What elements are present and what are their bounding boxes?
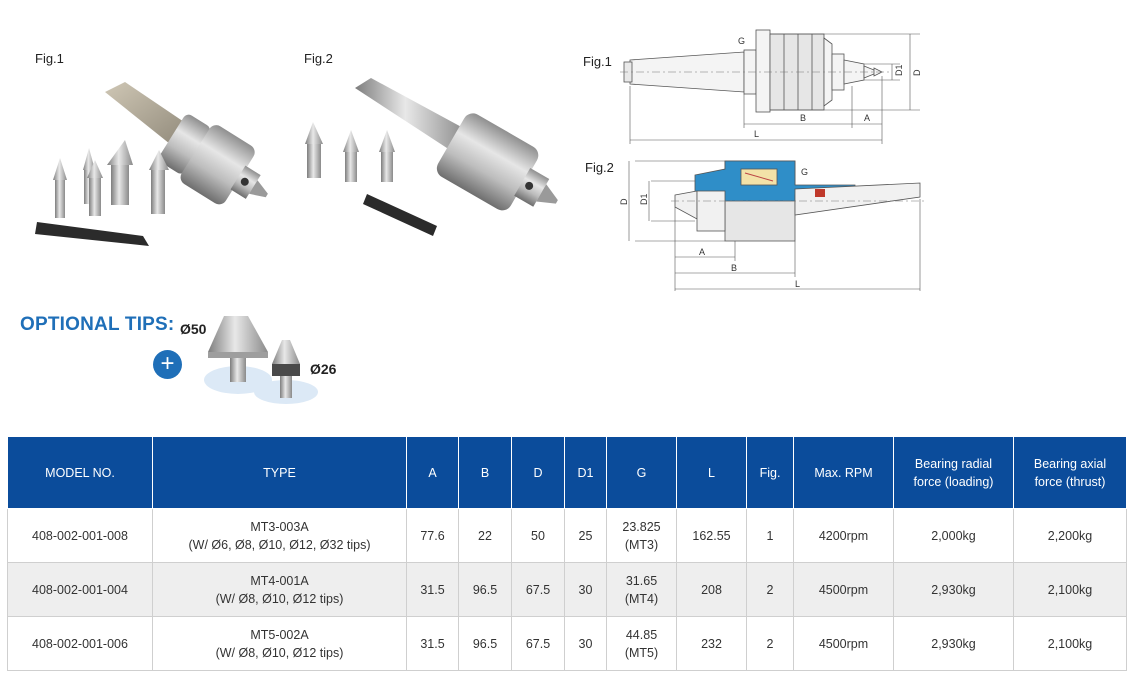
cell-fig: 2 <box>746 562 794 617</box>
type-tips: (W/ Ø8, Ø10, Ø12 tips) <box>215 591 344 606</box>
table-row: 408-002-001-004 MT4-001A (W/ Ø8, Ø10, Ø12… <box>7 562 1127 617</box>
spec-table: MODEL NO. TYPE A B D D1 G L Fig. Max. RP… <box>7 436 1127 671</box>
cell-type: MT4-001A (W/ Ø8, Ø10, Ø12 tips) <box>152 562 407 617</box>
cell-model: 408-002-001-008 <box>7 508 153 563</box>
dim-a-label: A <box>864 113 870 123</box>
dim-d1-label-2: D1 <box>639 193 649 205</box>
cell-l: 232 <box>676 616 747 671</box>
tip-size-small: Ø26 <box>310 361 337 377</box>
photo-fig1-label: Fig.1 <box>35 51 64 66</box>
cell-d: 67.5 <box>511 616 565 671</box>
cell-rpm: 4500rpm <box>793 616 894 671</box>
cell-axial: 2,100kg <box>1013 562 1127 617</box>
col-header-model: MODEL NO. <box>7 436 153 509</box>
col-header-d: D <box>511 436 565 509</box>
dim-d-label-2: D <box>619 198 629 205</box>
type-name: MT5-002A <box>250 627 309 642</box>
col-header-axial: Bearing axial force (thrust) <box>1013 436 1127 509</box>
cell-radial: 2,930kg <box>893 562 1014 617</box>
cell-g: 23.825 (MT3) <box>606 508 677 563</box>
drawing-fig2-label: Fig.2 <box>585 160 614 175</box>
g-taper: (MT5) <box>624 645 659 660</box>
type-tips: (W/ Ø8, Ø10, Ø12 tips) <box>215 645 344 660</box>
g-value: 23.825 <box>622 519 661 534</box>
col-header-radial: Bearing radial force (loading) <box>893 436 1014 509</box>
g-value: 31.65 <box>625 573 658 588</box>
dim-d-label: D <box>912 69 922 76</box>
cell-d: 67.5 <box>511 562 565 617</box>
cell-g: 31.65 (MT4) <box>606 562 677 617</box>
dim-b-label: B <box>800 113 806 123</box>
photo-fig2-label: Fig.2 <box>304 51 333 66</box>
drawing-fig1-label: Fig.1 <box>583 54 612 69</box>
live-center-fig2-photo <box>305 78 558 236</box>
dim-a-label-2: A <box>699 247 705 257</box>
cell-d1: 25 <box>564 508 607 563</box>
dim-l-label-2: L <box>795 279 800 289</box>
cell-rpm: 4200rpm <box>793 508 894 563</box>
cell-a: 77.6 <box>406 508 459 563</box>
cell-radial: 2,930kg <box>893 616 1014 671</box>
cell-model: 408-002-001-006 <box>7 616 153 671</box>
cell-model: 408-002-001-004 <box>7 562 153 617</box>
dim-l-label: L <box>754 129 759 139</box>
cell-type: MT5-002A (W/ Ø8, Ø10, Ø12 tips) <box>152 616 407 671</box>
col-header-g: G <box>606 436 677 509</box>
type-name: MT4-001A <box>250 573 309 588</box>
dim-g-label: G <box>738 36 745 46</box>
cell-l: 162.55 <box>676 508 747 563</box>
table-header-row: MODEL NO. TYPE A B D D1 G L Fig. Max. RP… <box>7 436 1127 509</box>
cell-d: 50 <box>511 508 565 563</box>
cell-fig: 2 <box>746 616 794 671</box>
optional-tips-title: OPTIONAL TIPS: <box>20 314 175 335</box>
dim-g-label-2: G <box>801 167 808 177</box>
cell-axial: 2,100kg <box>1013 616 1127 671</box>
cell-b: 96.5 <box>458 616 512 671</box>
cell-type: MT3-003A (W/ Ø6, Ø8, Ø10, Ø12, Ø32 tips) <box>152 508 407 563</box>
cell-g: 44.85 (MT5) <box>606 616 677 671</box>
g-taper: (MT4) <box>624 591 659 606</box>
col-header-fig: Fig. <box>746 436 794 509</box>
cell-d1: 30 <box>564 616 607 671</box>
cell-b: 96.5 <box>458 562 512 617</box>
dim-d1-label: D1 <box>894 64 904 76</box>
col-header-b: B <box>458 436 512 509</box>
plus-icon: + <box>153 350 182 379</box>
cell-fig: 1 <box>746 508 794 563</box>
cell-axial: 2,200kg <box>1013 508 1127 563</box>
cell-a: 31.5 <box>406 616 459 671</box>
cell-rpm: 4500rpm <box>793 562 894 617</box>
col-header-rpm: Max. RPM <box>793 436 894 509</box>
cell-radial: 2,000kg <box>893 508 1014 563</box>
col-header-type: TYPE <box>152 436 407 509</box>
type-name: MT3-003A <box>250 519 309 534</box>
cell-l: 208 <box>676 562 747 617</box>
technical-drawing-fig2: G A B L D D1 <box>619 160 925 291</box>
technical-drawing-fig1: G B A L D1 D <box>620 29 922 144</box>
col-header-l: L <box>676 436 747 509</box>
g-taper: (MT3) <box>624 537 659 552</box>
live-center-fig1-photo <box>35 82 268 246</box>
type-tips: (W/ Ø6, Ø8, Ø10, Ø12, Ø32 tips) <box>188 537 371 552</box>
g-value: 44.85 <box>625 627 658 642</box>
table-row: 408-002-001-008 MT3-003A (W/ Ø6, Ø8, Ø10,… <box>7 508 1127 563</box>
dim-b-label-2: B <box>731 263 737 273</box>
cell-b: 22 <box>458 508 512 563</box>
col-header-a: A <box>406 436 459 509</box>
col-header-d1: D1 <box>564 436 607 509</box>
tip-size-large: Ø50 <box>180 321 207 337</box>
optional-tips-image <box>204 316 318 404</box>
cell-d1: 30 <box>564 562 607 617</box>
cell-a: 31.5 <box>406 562 459 617</box>
table-row: 408-002-001-006 MT5-002A (W/ Ø8, Ø10, Ø12… <box>7 616 1127 671</box>
